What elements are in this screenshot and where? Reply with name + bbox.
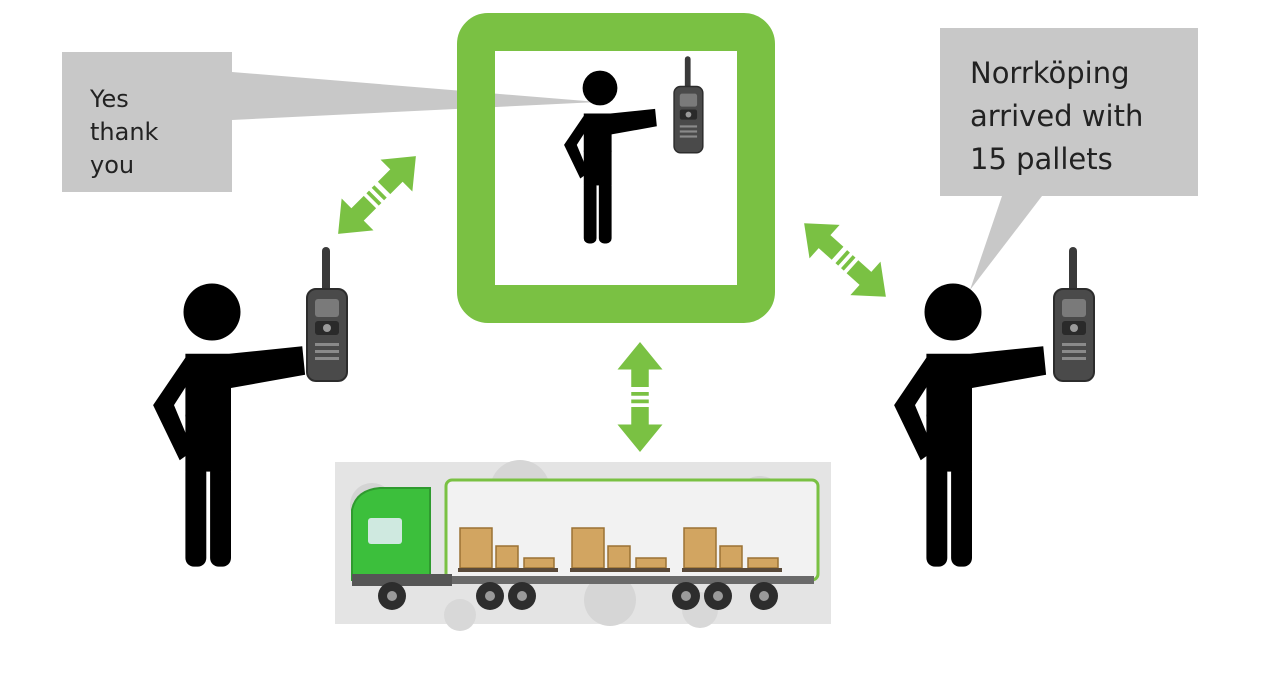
left-person-icon xyxy=(153,283,306,567)
right-walkie-talkie-icon xyxy=(1053,246,1095,382)
right-bubble-text: Norrköping arrived with 15 pallets xyxy=(970,56,1144,176)
left-speech-bubble xyxy=(62,52,598,192)
right-person-icon xyxy=(894,283,1047,567)
pallet-icon xyxy=(570,527,670,572)
dispatcher-person-icon xyxy=(564,70,657,244)
truck-icon xyxy=(335,460,831,631)
arrow-center-to-truck-icon xyxy=(617,342,663,452)
pallet-icon xyxy=(458,527,558,572)
left-bubble-text: Yes thank you xyxy=(90,85,159,179)
dispatcher-frame xyxy=(457,13,775,323)
left-walkie-talkie-icon xyxy=(306,246,348,382)
arrow-left-to-center-icon xyxy=(322,140,432,250)
pallet-icon xyxy=(682,527,782,572)
right-speech-bubble xyxy=(940,28,1198,290)
arrow-right-to-center-icon xyxy=(789,206,901,314)
dispatcher-walkie-talkie-icon xyxy=(673,55,704,154)
